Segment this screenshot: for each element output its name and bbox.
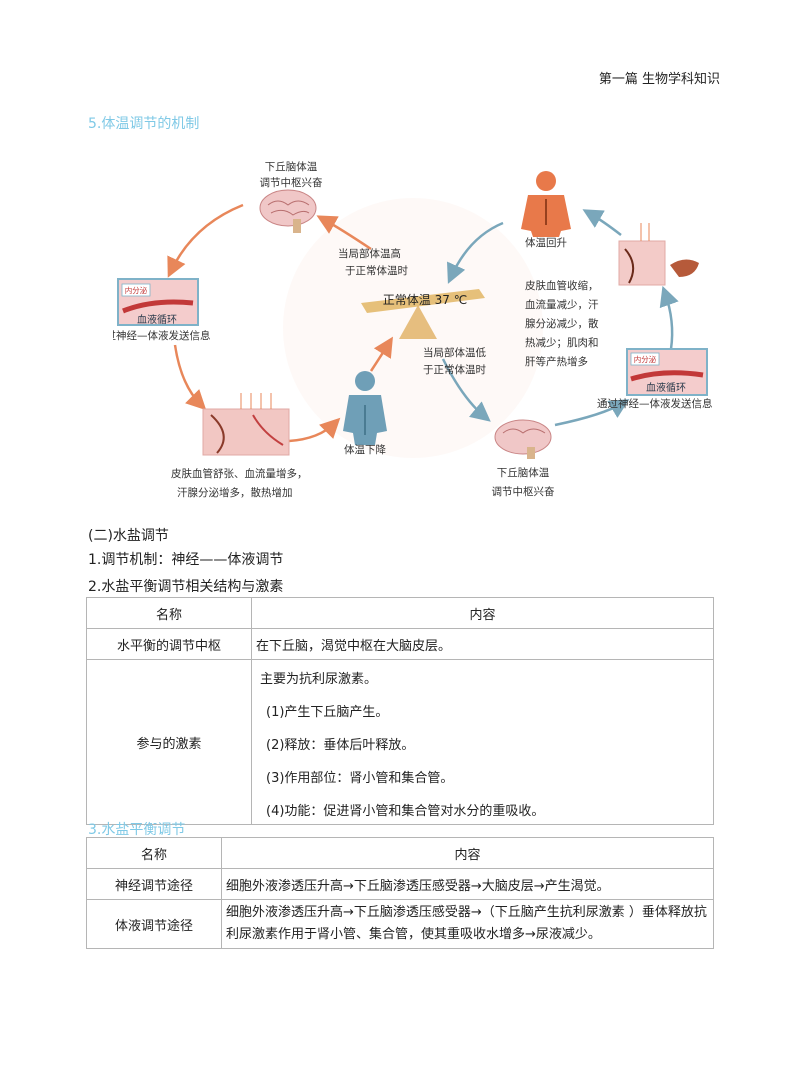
hormone-structure-table: 名称 内容 水平衡的调节中枢 在下丘脑，渴觉中枢在大脑皮层。 参与的激素 主要为… — [86, 597, 714, 825]
blood-signal-box-left — [117, 278, 199, 326]
body-cooling-figure — [343, 371, 387, 445]
body-warming-figure — [521, 171, 571, 237]
left-signal-tag: 内分泌 — [125, 285, 148, 295]
label-skin-constrict-5: 肝等产热增多 — [525, 355, 588, 368]
water-salt-item1: 1.调节机制：神经——体液调节 — [88, 552, 284, 568]
label-high-temp-2: 于正常体温时 — [345, 264, 408, 277]
table-header-content: 内容 — [251, 597, 714, 629]
arrow-brain-to-signal — [167, 203, 244, 278]
blood-signal-box-right — [626, 348, 708, 396]
hormone-line: (2)释放：垂体后叶释放。 — [266, 738, 415, 753]
water-salt-heading: (二)水盐调节 — [88, 528, 169, 544]
arrow-signal-to-liver — [659, 285, 679, 350]
table-header-row: 名称 内容 — [86, 597, 714, 629]
row-name: 参与的激素 — [86, 659, 252, 825]
table-row: 体液调节途径 细胞外液渗透压升高→下丘脑渗透压感受器→（下丘脑产生抗利尿激素 ）… — [86, 899, 714, 949]
label-brain-top-1: 下丘脑体温 — [265, 160, 318, 173]
left-signal-box-text: 血液循环 — [137, 313, 177, 326]
label-low-temp-1: 当局部体温低 — [423, 346, 486, 359]
hormone-line: (4)功能：促进肾小管和集合管对水分的重吸收。 — [266, 804, 545, 819]
row-name: 神经调节途径 — [86, 868, 222, 900]
arrow-high-to-brain — [316, 215, 372, 251]
label-high-temp-1: 当局部体温高 — [338, 247, 401, 260]
table-header-row: 名称 内容 — [86, 837, 714, 869]
label-skin-dilate-2: 汗腺分泌增多，散热增加 — [177, 486, 293, 499]
arrow-low-to-brain — [441, 358, 491, 422]
row-content-list: 主要为抗利尿激素。 (1)产生下丘脑产生。 (2)释放：垂体后叶释放。 (3)作… — [251, 659, 714, 825]
right-signal-tag: 内分泌 — [634, 354, 657, 364]
brain-icon-top — [259, 189, 317, 233]
table-header-content: 内容 — [221, 837, 714, 869]
row-name: 水平衡的调节中枢 — [86, 628, 252, 660]
label-low-temp-2: 于正常体温时 — [423, 363, 486, 376]
table-row: 参与的激素 主要为抗利尿激素。 (1)产生下丘脑产生。 (2)释放：垂体后叶释放… — [86, 659, 714, 825]
skin-vasoconstriction-image — [618, 223, 666, 286]
hormone-line: 主要为抗利尿激素。 — [260, 672, 378, 687]
row-name: 体液调节途径 — [86, 899, 222, 949]
arrow-skin-to-rise — [582, 209, 622, 236]
section-title-water-salt-balance: 3.水盐平衡调节 — [88, 822, 186, 838]
left-signal-caption: 通过神经—体液发送信息 — [113, 329, 211, 342]
water-salt-balance-table: 名称 内容 神经调节途径 细胞外液渗透压升高→下丘脑渗透压感受器→大脑皮层→产生… — [86, 837, 714, 949]
table-row: 神经调节途径 细胞外液渗透压升高→下丘脑渗透压感受器→大脑皮层→产生渴觉。 — [86, 868, 714, 900]
liver-icon — [670, 259, 699, 277]
brain-icon-bottom — [494, 419, 552, 459]
label-temp-drop: 体温下降 — [344, 443, 386, 456]
label-brain-top-2: 调节中枢兴奋 — [260, 176, 323, 189]
label-normal-temp: 正常体温 37 ℃ — [383, 293, 467, 307]
section-title-body-temp: 5.体温调节的机制 — [88, 116, 200, 132]
right-signal-caption: 通过神经—体液发送信息 — [597, 397, 713, 410]
arrow-skin-to-body — [288, 417, 341, 443]
hormone-line: (3)作用部位：肾小管和集合管。 — [266, 771, 454, 786]
arrow-brain-to-signal-right — [554, 399, 630, 427]
skin-vasodilation-image — [202, 393, 290, 456]
table-row: 水平衡的调节中枢 在下丘脑，渴觉中枢在大脑皮层。 — [86, 628, 714, 660]
row-content: 细胞外液渗透压升高→下丘脑渗透压感受器→大脑皮层→产生渴觉。 — [221, 868, 714, 900]
water-salt-item2: 2.水盐平衡调节相关结构与激素 — [88, 579, 284, 595]
label-skin-constrict-2: 血流量减少，汗 — [525, 298, 599, 311]
right-signal-box-text: 血液循环 — [646, 381, 686, 394]
label-skin-dilate-1: 皮肤血管舒张、血流量增多， — [171, 467, 308, 480]
label-skin-constrict-4: 热减少；肌肉和 — [525, 336, 599, 349]
label-skin-constrict-1: 皮肤血管收缩， — [525, 279, 599, 292]
table-header-name: 名称 — [86, 837, 222, 869]
row-content: 在下丘脑，渴觉中枢在大脑皮层。 — [251, 628, 714, 660]
row-content: 细胞外液渗透压升高→下丘脑渗透压感受器→（下丘脑产生抗利尿激素 ）垂体释放抗利尿… — [221, 899, 714, 949]
label-skin-constrict-3: 腺分泌减少，散 — [525, 317, 599, 330]
arrow-rise-to-balance — [447, 221, 504, 284]
balance-scale-icon — [361, 289, 485, 339]
table-header-name: 名称 — [86, 597, 252, 629]
label-brain-bottom-1: 下丘脑体温 — [497, 466, 550, 479]
hormone-line: (1)产生下丘脑产生。 — [266, 705, 389, 720]
label-brain-bottom-2: 调节中枢兴奋 — [492, 485, 555, 498]
body-temp-regulation-diagram: 下丘脑体温 调节中枢兴奋 内分泌 血液循环 通过神经—体液发送信息 皮肤血管舒张… — [113, 160, 713, 499]
label-temp-rise: 体温回升 — [525, 237, 567, 249]
page-header: 第一篇 生物学科知识 — [598, 72, 720, 87]
arrow-signal-to-skin — [173, 344, 207, 411]
arrow-body-to-balance — [369, 336, 393, 372]
